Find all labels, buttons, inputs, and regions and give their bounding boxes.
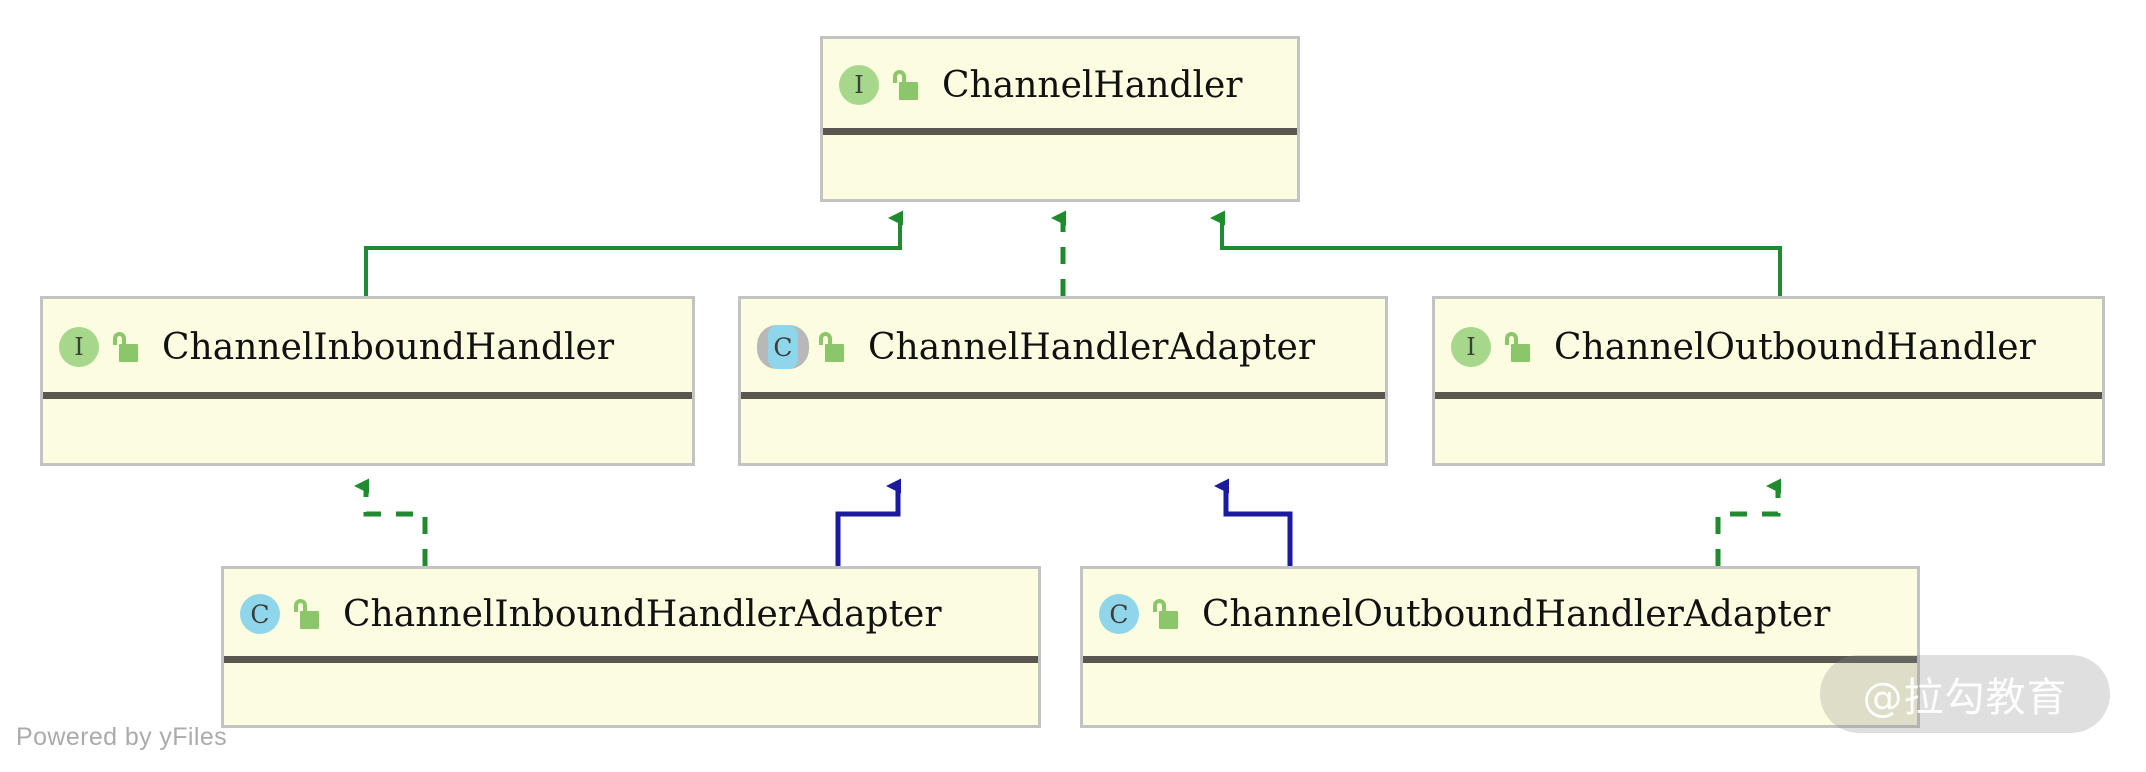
node-members-compartment xyxy=(1435,399,2102,463)
node-title: ChannelHandler xyxy=(942,64,1243,106)
uml-node-channelhandleradapter[interactable]: C ChannelHandlerAdapter xyxy=(738,296,1388,466)
node-divider xyxy=(1083,656,1917,663)
badge-letter: C xyxy=(1109,599,1129,629)
unlocked-padlock-icon xyxy=(293,599,319,629)
node-header: I ChannelInboundHandler xyxy=(43,299,692,395)
unlocked-padlock-icon xyxy=(112,332,138,362)
class-badge-icon: C xyxy=(240,594,280,634)
interface-badge-icon: I xyxy=(1451,327,1491,367)
node-divider xyxy=(823,128,1297,135)
node-members-compartment xyxy=(224,663,1038,725)
badge-letter: I xyxy=(1466,333,1476,361)
watermark-badge: @拉勾教育 xyxy=(1820,655,2110,733)
interface-badge-icon: I xyxy=(839,65,879,105)
node-header: I ChannelOutboundHandler xyxy=(1435,299,2102,395)
node-title: ChannelOutboundHandlerAdapter xyxy=(1202,593,1831,635)
uml-node-channelinboundhandleradapter[interactable]: C ChannelInboundHandlerAdapter xyxy=(221,566,1041,728)
unlocked-padlock-icon xyxy=(892,70,918,100)
node-title: ChannelInboundHandlerAdapter xyxy=(343,593,942,635)
node-members-compartment xyxy=(1083,663,1917,725)
yfiles-credit: Powered by yFiles xyxy=(16,723,228,751)
edge-outboundadapter-to-outbound xyxy=(1715,478,1781,566)
unlocked-padlock-icon xyxy=(1504,332,1530,362)
node-title: ChannelHandlerAdapter xyxy=(868,326,1316,368)
node-divider xyxy=(1435,392,2102,399)
node-divider xyxy=(741,392,1385,399)
uml-node-channelhandler[interactable]: I ChannelHandler xyxy=(820,36,1300,202)
unlocked-padlock-icon xyxy=(818,332,844,362)
abstract-class-badge-icon: C xyxy=(757,325,809,369)
node-header: C ChannelInboundHandlerAdapter xyxy=(224,569,1038,659)
node-title: ChannelInboundHandler xyxy=(162,326,615,368)
node-title: ChannelOutboundHandler xyxy=(1554,326,2036,368)
edge-inbound-to-handler xyxy=(364,210,903,296)
node-header: C ChannelHandlerAdapter xyxy=(741,299,1385,395)
node-members-compartment xyxy=(741,399,1385,463)
edge-inboundadapter-to-adapter xyxy=(835,478,901,566)
node-members-compartment xyxy=(43,399,692,463)
node-header: C ChannelOutboundHandlerAdapter xyxy=(1083,569,1917,659)
uml-node-channeloutboundhandleradapter[interactable]: C ChannelOutboundHandlerAdapter xyxy=(1080,566,1920,728)
edge-inboundadapter-to-inbound xyxy=(354,478,428,566)
uml-node-channelinboundhandler[interactable]: I ChannelInboundHandler xyxy=(40,296,695,466)
node-header: I ChannelHandler xyxy=(823,39,1297,131)
badge-letter: C xyxy=(773,332,793,362)
uml-node-channeloutboundhandler[interactable]: I ChannelOutboundHandler xyxy=(1432,296,2105,466)
unlocked-padlock-icon xyxy=(1152,599,1178,629)
badge-letter: C xyxy=(250,599,270,629)
watermark-text: @拉勾教育 xyxy=(1862,675,2068,721)
edge-outboundadapter-to-adapter xyxy=(1214,478,1293,566)
node-members-compartment xyxy=(823,135,1297,199)
interface-badge-icon: I xyxy=(59,327,99,367)
edge-outbound-to-handler xyxy=(1210,210,1782,296)
node-divider xyxy=(224,656,1038,663)
badge-letter: I xyxy=(854,71,864,99)
class-badge-icon: C xyxy=(1099,594,1139,634)
badge-letter: I xyxy=(74,333,84,361)
node-divider xyxy=(43,392,692,399)
